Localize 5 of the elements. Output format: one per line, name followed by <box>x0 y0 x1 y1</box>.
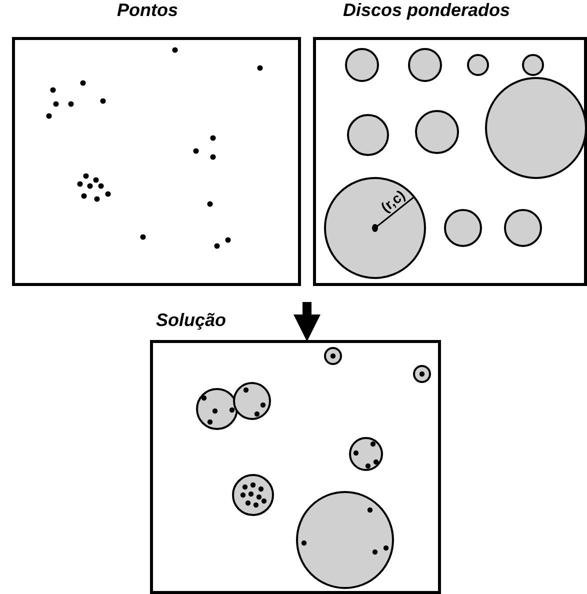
radius-label: (r,c) <box>378 186 408 216</box>
panel-title: Pontos <box>117 0 178 20</box>
panel-title: Discos ponderados <box>343 0 510 20</box>
panel-title: Solução <box>156 310 226 330</box>
arrow <box>294 302 320 342</box>
